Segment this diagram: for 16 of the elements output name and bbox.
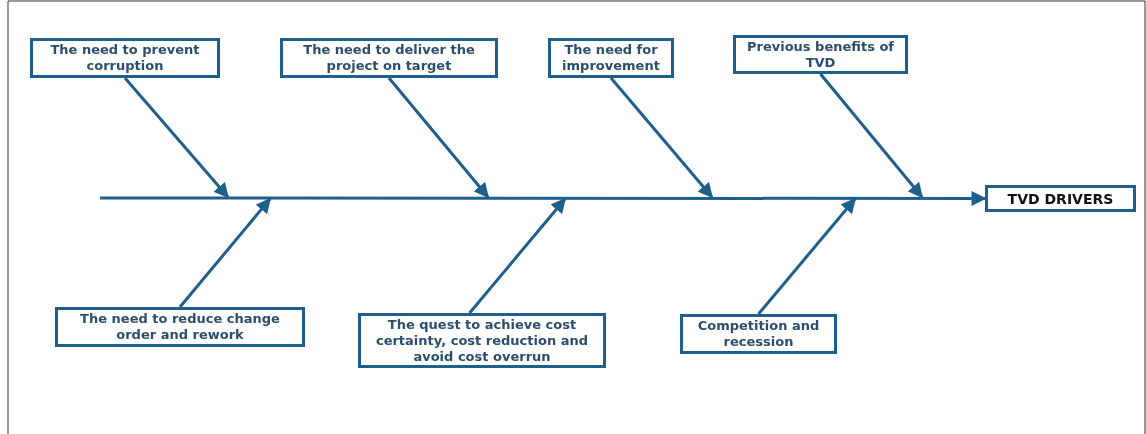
arrow bbox=[609, 77, 714, 199]
spine-arrow bbox=[100, 191, 987, 206]
cause-box: The need to deliver the project on target bbox=[280, 38, 498, 78]
cause-box: The need to reduce change order and rework bbox=[55, 307, 305, 347]
cause-box: The need to prevent corruption bbox=[30, 38, 220, 78]
arrow bbox=[387, 77, 490, 199]
arrow bbox=[468, 197, 567, 314]
arrow bbox=[178, 197, 272, 308]
arrow bbox=[757, 197, 857, 315]
effect-box: TVD DRIVERS bbox=[985, 185, 1136, 212]
arrow bbox=[819, 73, 924, 199]
cause-box: The quest to achieve cost certainty, cost reduction and avoid cost overrun bbox=[358, 313, 606, 368]
cause-box: Competition and recession bbox=[680, 314, 837, 354]
cause-box: Previous benefits of TVD bbox=[733, 35, 908, 74]
arrow bbox=[123, 77, 230, 199]
cause-box: The need for improvement bbox=[548, 38, 674, 78]
